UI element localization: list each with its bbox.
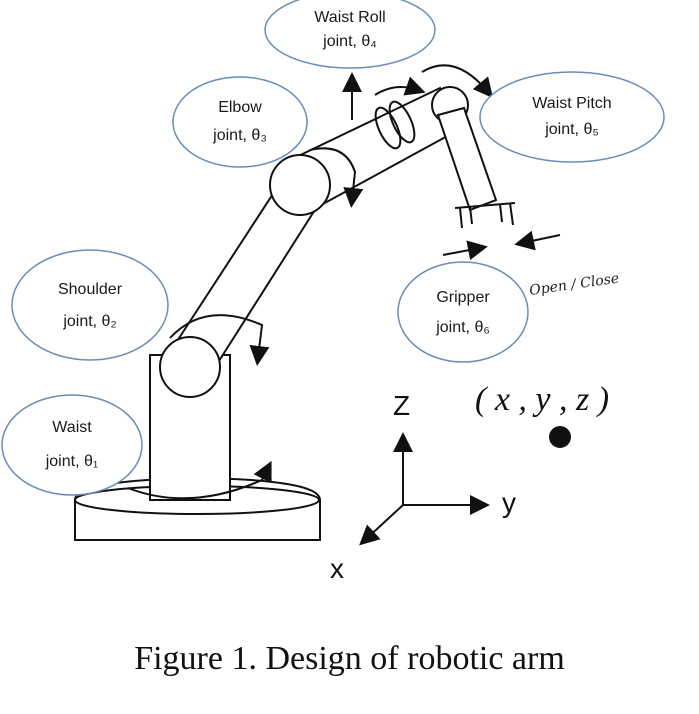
label-shoulder: Shoulder joint, θ₂	[11, 249, 169, 361]
gripper-jaws	[454, 202, 516, 229]
label-waist-pitch: Waist Pitch joint, θ₅	[479, 71, 665, 163]
svg-text:joint, θ₃: joint, θ₃	[212, 127, 267, 144]
coordinate-axes: Z y x	[330, 390, 516, 584]
svg-text:Waist: Waist	[52, 419, 92, 436]
waist-rotation-arrow	[127, 460, 272, 500]
axis-label-x: x	[330, 553, 344, 584]
gripper-open-arrow	[442, 240, 488, 261]
label-gripper: Gripper joint, θ₆	[397, 261, 529, 363]
coordinate-label: ( x , y , z )	[475, 381, 609, 418]
svg-text:joint, θ₅: joint, θ₅	[544, 121, 599, 138]
svg-text:Waist Roll: Waist Roll	[314, 9, 385, 26]
gripper-close-arrow	[514, 230, 561, 251]
svg-text:joint, θ₂: joint, θ₂	[62, 313, 116, 330]
axis-label-y: y	[502, 487, 516, 518]
figure-caption: Figure 1. Design of robotic arm	[134, 640, 565, 677]
svg-text:Shoulder: Shoulder	[58, 281, 123, 298]
svg-text:joint, θ₆: joint, θ₆	[435, 319, 490, 336]
elbow-joint	[269, 154, 331, 216]
label-waist-roll: Waist Roll joint, θ₄	[264, 0, 436, 69]
elbow-rotation-arrow	[309, 147, 364, 208]
label-waist: Waist joint, θ₁	[1, 394, 143, 496]
shoulder-rotation-arrow	[169, 314, 270, 366]
axis-label-z: Z	[393, 390, 410, 421]
waist-pitch-arrow	[421, 64, 494, 99]
shoulder-joint	[159, 336, 221, 398]
svg-text:Waist Pitch: Waist Pitch	[532, 95, 611, 112]
svg-text:Gripper: Gripper	[436, 289, 490, 306]
gripper-link	[436, 106, 498, 212]
svg-text:joint, θ₄: joint, θ₄	[322, 33, 377, 50]
svg-text:joint, θ₁: joint, θ₁	[45, 453, 99, 470]
svg-text:Elbow: Elbow	[218, 99, 262, 116]
label-elbow: Elbow joint, θ₃	[172, 76, 308, 168]
open-close-annotation: Open / Close	[528, 271, 620, 299]
target-point	[549, 426, 571, 448]
